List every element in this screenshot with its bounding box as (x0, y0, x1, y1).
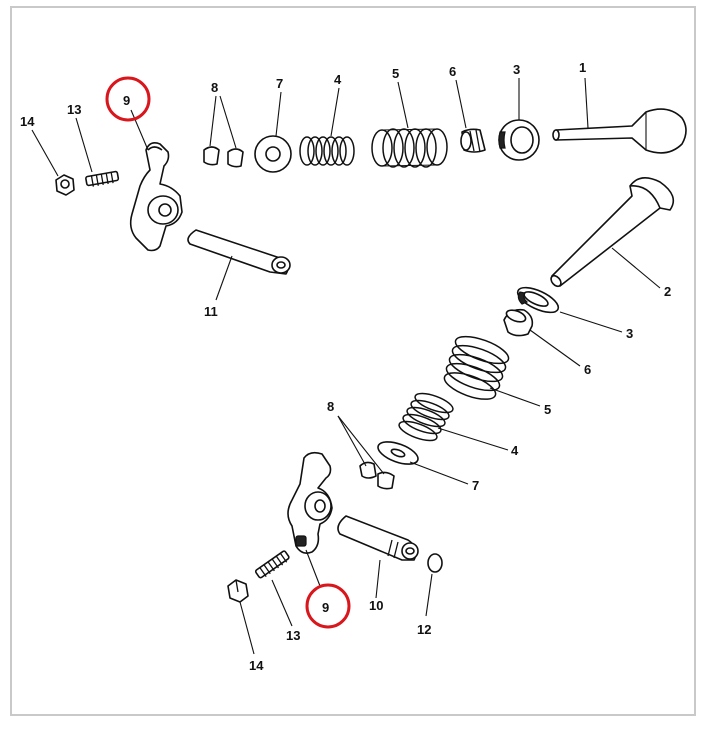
callout-8-upper: 8 (211, 80, 218, 95)
highlight-circle-lower-9 (305, 583, 351, 629)
lower-cotters-part-8 (359, 461, 395, 490)
callout-7-lower: 7 (472, 478, 479, 493)
upper-inner-spring-part-4 (299, 136, 355, 166)
callout-12: 12 (417, 622, 431, 637)
callout-6-lower: 6 (584, 362, 591, 377)
lower-stud-part-13 (254, 550, 290, 579)
callout-5-upper: 5 (392, 66, 399, 81)
callout-2: 2 (664, 284, 671, 299)
callout-9-lower: 9 (322, 600, 329, 615)
callout-5-lower: 5 (544, 402, 551, 417)
lower-outer-spring-part-5 (443, 335, 510, 400)
lower-inner-spring-part-4 (398, 392, 454, 442)
upper-cap-part-6 (460, 128, 486, 153)
callout-14-upper: 14 (20, 114, 35, 129)
upper-shaft-part-11 (187, 229, 291, 275)
callout-4-lower: 4 (511, 443, 519, 458)
callout-3-upper: 3 (513, 62, 520, 77)
lower-oring-part-12 (427, 553, 443, 573)
callout-3-lower: 3 (626, 326, 633, 341)
callout-11: 11 (204, 304, 218, 319)
lower-seal-part-3 (516, 286, 560, 314)
upper-retainer-part-7 (254, 135, 292, 173)
callout-10: 10 (369, 598, 383, 613)
upper-valve-part-1 (552, 108, 687, 154)
callout-8-lower: 8 (327, 399, 334, 414)
callout-7-upper: 7 (276, 76, 283, 91)
upper-leader-lines (31, 77, 589, 301)
lower-leader-lines (239, 247, 661, 655)
lower-callout-numbers: 2 3 6 5 4 7 8 9 10 12 13 14 (249, 284, 671, 673)
upper-nut-part-14 (55, 174, 75, 196)
lower-shaft-part-10 (337, 515, 419, 561)
upper-outer-spring-part-5 (371, 128, 448, 168)
diagram-frame (10, 6, 696, 716)
lower-retainer-part-7 (377, 441, 419, 465)
upper-stud-part-13 (85, 170, 120, 187)
lower-rocker-arm-part-9 (287, 451, 333, 554)
lower-nut-part-14 (227, 579, 249, 603)
callout-9-upper: 9 (123, 93, 130, 108)
lower-cap-part-6 (503, 308, 534, 337)
lower-valve-part-2 (550, 177, 675, 288)
highlight-circle-upper-9 (105, 76, 151, 122)
upper-callout-numbers: 1 3 6 5 4 7 8 9 13 14 11 (20, 60, 586, 319)
upper-rocker-arm-part-9 (129, 142, 183, 252)
callout-4-upper: 4 (334, 72, 342, 87)
callout-1: 1 (579, 60, 586, 75)
upper-cotters-part-8 (203, 146, 244, 168)
callout-14-lower: 14 (249, 658, 264, 673)
callout-6-upper: 6 (449, 64, 456, 79)
callout-13-upper: 13 (67, 102, 81, 117)
callout-13-lower: 13 (286, 628, 300, 643)
upper-seal-part-3 (498, 119, 540, 161)
